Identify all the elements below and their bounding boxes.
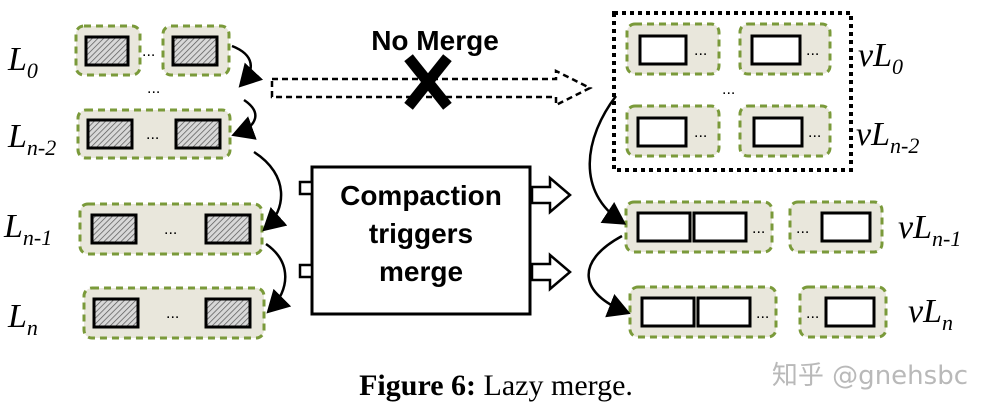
vln1-ellipsis-2: ... <box>796 220 809 237</box>
l0-ellipsis: ... <box>142 43 155 60</box>
vln-ellipsis-1: ... <box>756 305 769 322</box>
ln1-ellipsis: ... <box>164 221 177 238</box>
vl0-run-group-2 <box>738 22 832 76</box>
level-label-ln2: Ln-2 <box>7 118 56 160</box>
vl0-ellipsis-1: ... <box>694 42 707 59</box>
level-label-vl0: vL0 <box>858 37 903 79</box>
vln2-ellipsis-1: ... <box>694 124 707 141</box>
arrow-to-vln <box>587 234 631 318</box>
ln1-run-group <box>78 202 264 256</box>
vl0-ellipsis-2: ... <box>806 42 819 59</box>
compaction-output-arrow-2 <box>530 252 572 292</box>
arrow-to-vln1 <box>588 95 627 225</box>
cross-icon <box>404 54 452 110</box>
vln1-run-group-2 <box>788 200 884 254</box>
ln2-ellipsis: ... <box>146 126 159 143</box>
arrow-l0-down <box>231 44 264 88</box>
vln-run-group-1 <box>628 285 778 339</box>
compaction-line-1: Compaction <box>340 180 502 211</box>
arrow-ln2-to-ln1 <box>253 150 288 232</box>
vln-run-group-2 <box>798 285 888 339</box>
compaction-box: Compaction triggers merge <box>298 165 532 316</box>
vln2-run-group-1 <box>625 104 721 158</box>
vln-ellipsis-2: ... <box>806 305 819 322</box>
level-label-vln: vLn <box>908 293 953 335</box>
level-label-ln1: Ln-1 <box>3 208 52 250</box>
vln1-run-group-1 <box>624 200 774 254</box>
level-label-vln1: vLn-1 <box>898 209 961 251</box>
compaction-output-arrow-1 <box>530 175 572 215</box>
vln2-ellipsis-2: ... <box>808 124 821 141</box>
watermark: 知乎 @gnehsbc <box>772 361 968 391</box>
vln2-run-group-2 <box>738 104 832 158</box>
no-merge-label: No Merge <box>371 25 499 56</box>
arrow-ln1-to-ln <box>265 242 292 314</box>
figure-caption: Figure 6: Lazy merge. <box>359 369 633 402</box>
vln1-ellipsis-1: ... <box>752 220 765 237</box>
ln2-run-group <box>76 108 232 160</box>
level-label-l0: L0 <box>7 41 38 83</box>
ln-run-group <box>82 286 266 340</box>
arrow-to-ln2 <box>231 98 257 140</box>
level-label-vln2: vLn-2 <box>856 116 919 158</box>
l0-run-group-2 <box>161 24 231 77</box>
compaction-line-3: merge <box>379 256 463 287</box>
level-label-ln: Ln <box>7 298 38 340</box>
l0-run-group-1 <box>74 24 142 77</box>
vl0-run-group-1 <box>625 22 721 76</box>
compaction-line-2: triggers <box>369 218 473 249</box>
right-middle-ellipsis: ... <box>722 81 735 98</box>
virtual-levels-region <box>612 11 853 172</box>
left-middle-ellipsis: ... <box>147 80 160 97</box>
ln-ellipsis: ... <box>166 305 179 322</box>
